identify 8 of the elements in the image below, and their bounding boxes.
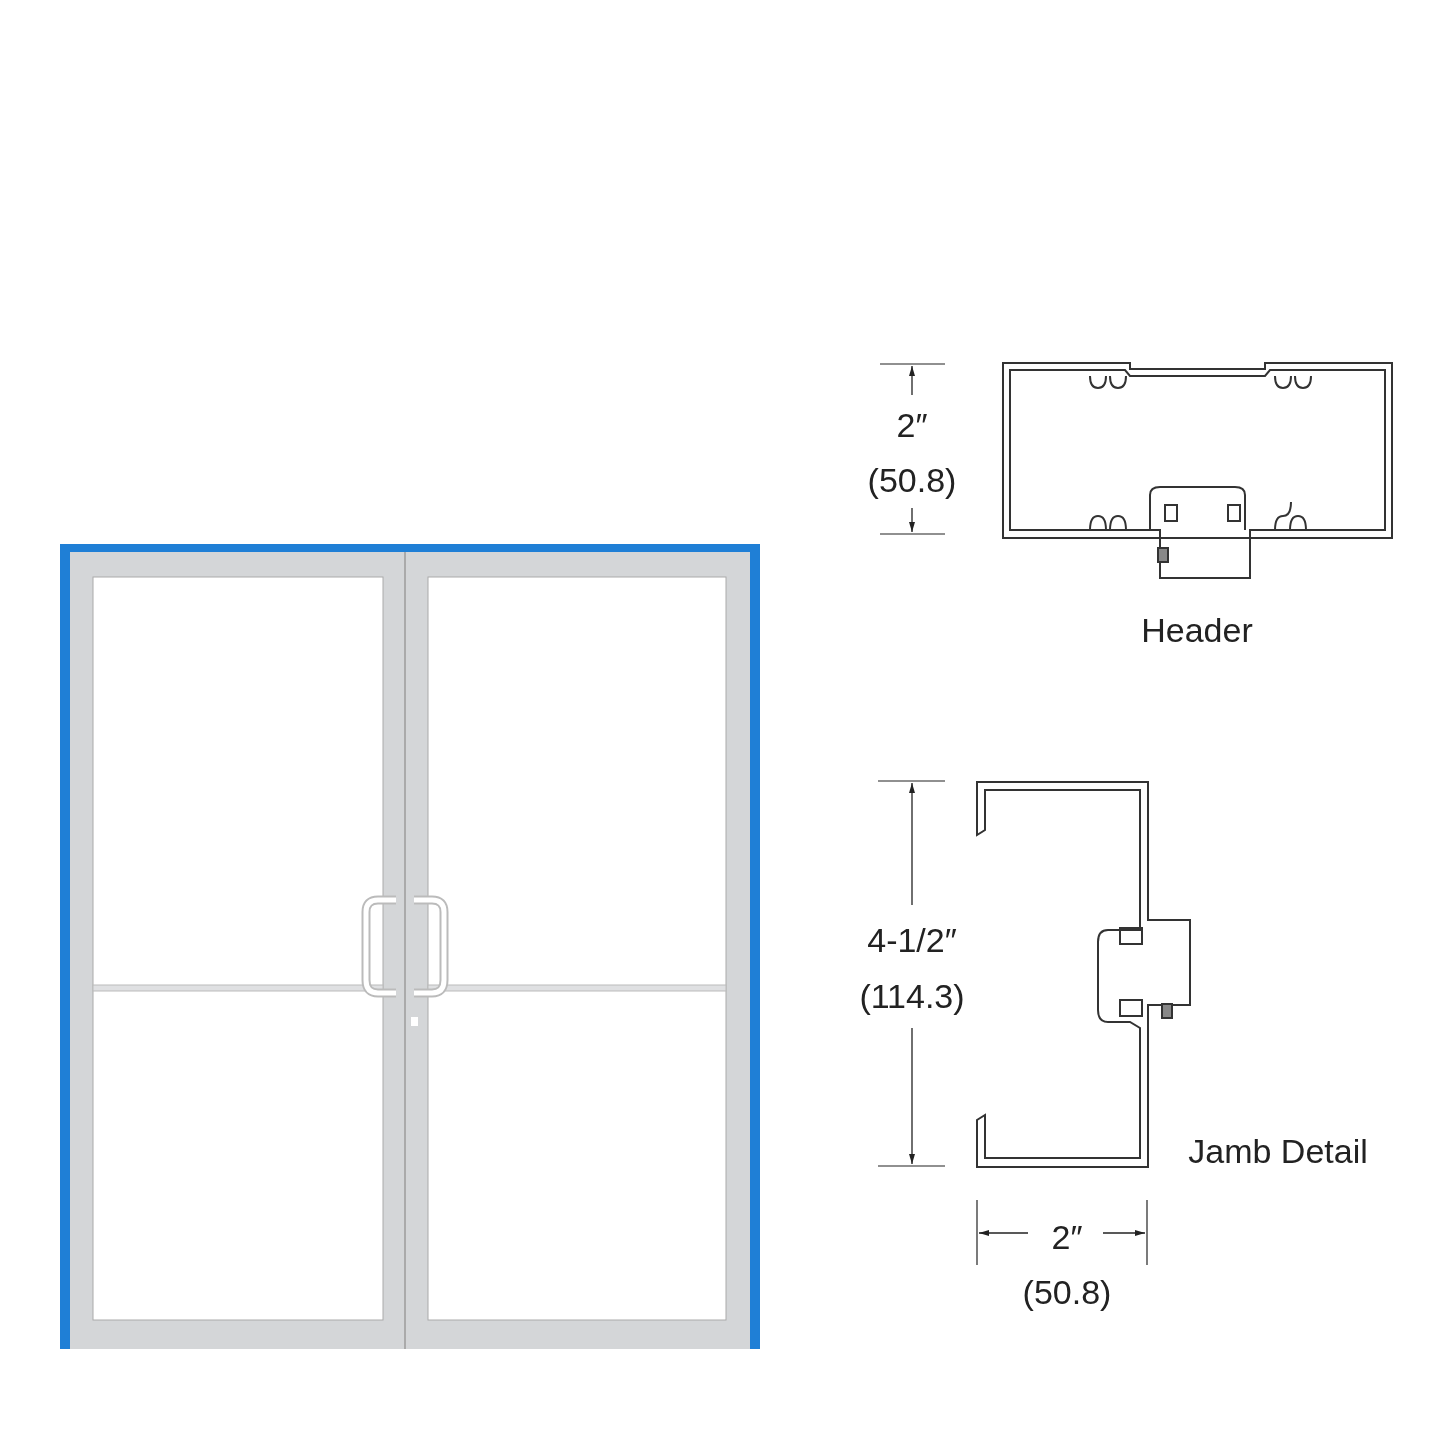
- dimension-label: 2″: [896, 408, 928, 442]
- part-label: Jamb Detail: [1188, 1134, 1368, 1168]
- dimension-label: (114.3): [859, 979, 965, 1013]
- part-label: Header: [1141, 613, 1253, 647]
- dimension-label: 2″: [1051, 1220, 1083, 1254]
- dimension-label: 4-1/2″: [867, 923, 957, 957]
- dimension-label: (50.8): [867, 463, 957, 497]
- dimension-label: (50.8): [1022, 1275, 1112, 1309]
